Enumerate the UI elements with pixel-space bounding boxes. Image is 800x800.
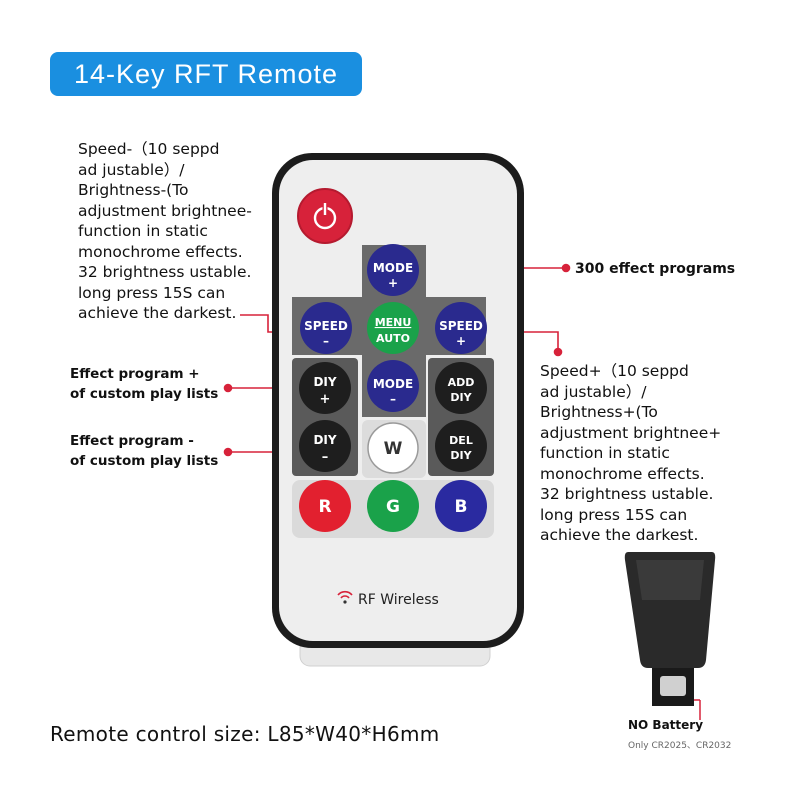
mode-minus-label: MODE <box>373 377 413 391</box>
w-label: W <box>384 439 403 459</box>
speed-minus-annotation: Speed-（10 seppd ad justable）/ Brightness… <box>78 140 252 322</box>
menu-label: MENU <box>375 316 412 329</box>
del-label: DEL <box>449 434 473 447</box>
w-button <box>367 422 419 474</box>
brand-label: RF Wireless <box>358 592 439 608</box>
add-diy-button <box>435 362 487 414</box>
diy-minus-sign: – <box>322 450 329 465</box>
g-button <box>367 480 419 532</box>
size-text: Remote control size: L85*W40*H6mm <box>50 722 440 746</box>
speed-plus-sign: + <box>456 334 466 348</box>
diy-minus-label: DIY <box>313 433 336 447</box>
mode-plus-label: MODE <box>373 261 413 275</box>
leader-diy-plus-dot <box>223 383 233 393</box>
battery-note: Only CR2025、CR2032 <box>628 741 732 751</box>
mode-plus-sign: + <box>388 276 398 290</box>
diy-minus-button <box>299 420 351 472</box>
b-button <box>435 480 487 532</box>
effect-minus-annotation: Effect program - of custom play lists <box>70 433 219 469</box>
effect-plus-annotation: Effect program + of custom play lists <box>70 366 219 402</box>
diy-plus-sign: + <box>320 392 331 407</box>
mode-minus-button <box>367 360 419 412</box>
wireless-icon <box>337 590 353 604</box>
menu-auto-button <box>367 302 419 354</box>
speed-plus-label: SPEED <box>439 319 483 333</box>
r-button <box>299 480 351 532</box>
speed-plus-annotation: Speed+（10 seppd ad justable）/ Brightness… <box>540 362 722 544</box>
speed-minus-button <box>300 302 352 354</box>
battery-fob-image <box>624 552 716 720</box>
b-label: B <box>455 497 468 517</box>
no-battery-label: NO Battery <box>628 718 704 732</box>
add-label: ADD <box>448 376 475 389</box>
diy-plus-label: DIY <box>313 375 336 389</box>
mode-minus-sign: – <box>390 392 396 406</box>
effect-programs-annotation: 300 effect programs <box>575 261 736 277</box>
del-diy-label: DIY <box>450 449 472 462</box>
leader-mode-dot <box>561 263 571 273</box>
del-diy-button <box>435 420 487 472</box>
auto-label: AUTO <box>376 332 410 345</box>
leader-speed-plus-dot <box>553 347 563 357</box>
leader-diy-minus-dot <box>223 447 233 457</box>
speed-plus-button <box>435 302 487 354</box>
speed-minus-label: SPEED <box>304 319 348 333</box>
mode-plus-button <box>367 244 419 296</box>
diy-plus-button <box>299 362 351 414</box>
r-label: R <box>318 497 331 517</box>
title-badge: 14-Key RFT Remote <box>50 52 362 96</box>
speed-minus-sign: – <box>323 334 329 348</box>
add-diy-label: DIY <box>450 391 472 404</box>
g-label: G <box>386 497 400 517</box>
